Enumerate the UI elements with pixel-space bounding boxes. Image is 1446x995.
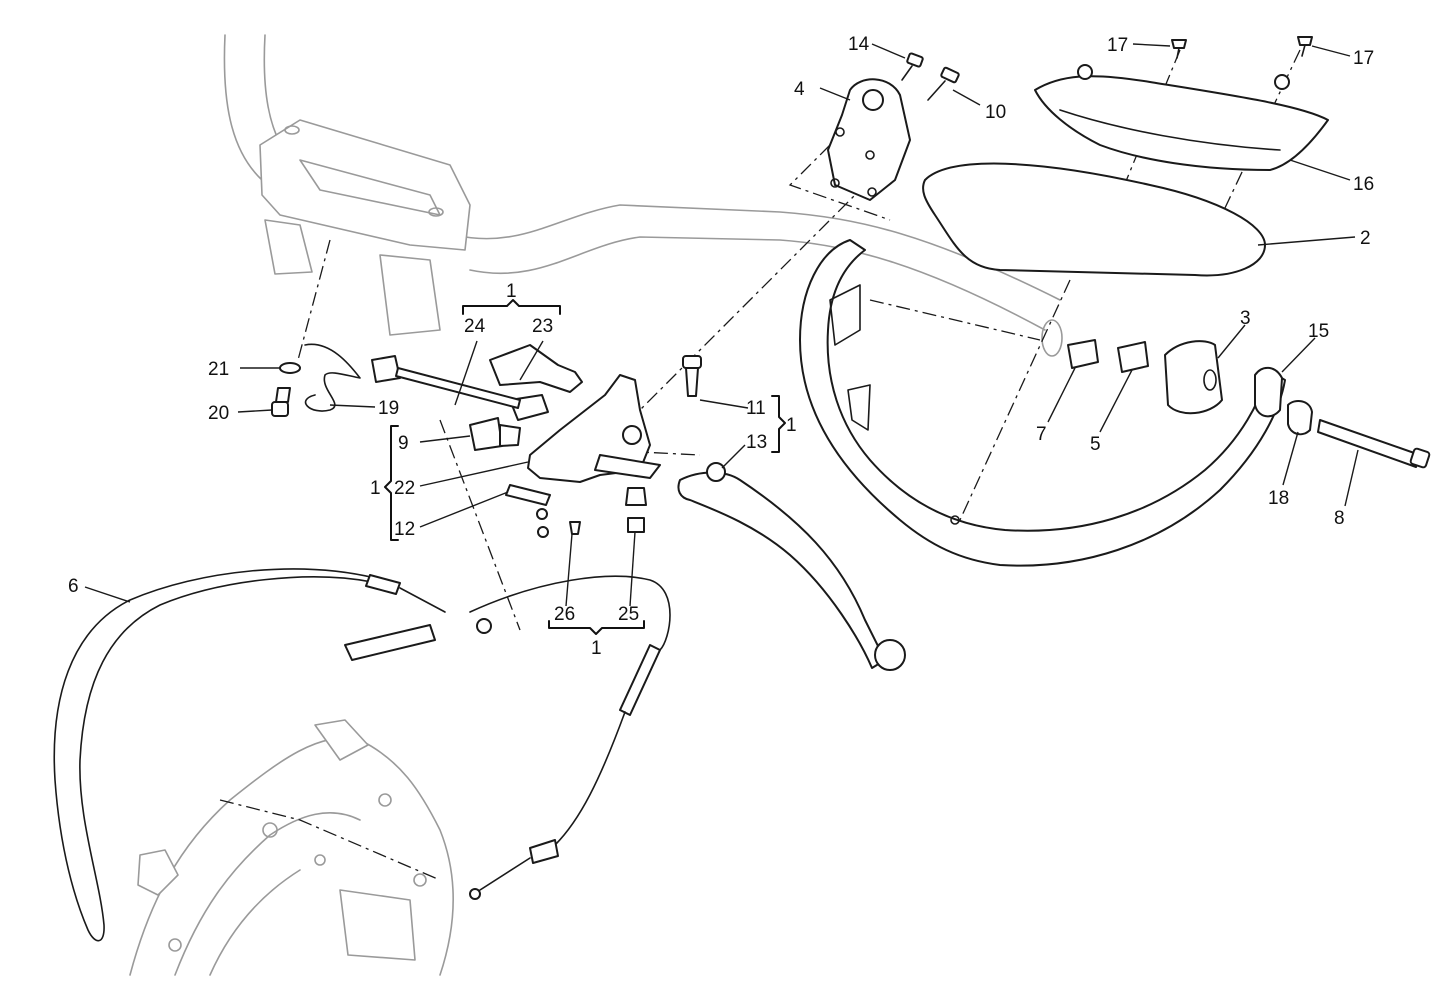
pivot-bolt (682, 355, 702, 397)
callout-10: 10 (985, 102, 1006, 123)
callout-1-top: 1 (506, 281, 517, 302)
group-braces (384, 299, 786, 635)
callout-26: 26 (554, 604, 575, 625)
lever-small-parts (505, 484, 647, 538)
cable-adjuster (469, 417, 521, 451)
callout-24: 24 (464, 316, 486, 337)
bar-end-parts (1067, 339, 1223, 415)
lever-bracket (527, 374, 661, 483)
callout-4: 4 (794, 79, 805, 100)
callout-23: 23 (532, 316, 553, 337)
callout-8: 8 (1334, 508, 1345, 529)
clutch-cable (53, 568, 671, 942)
callout-17-left: 17 (1107, 35, 1128, 56)
callout-6: 6 (68, 576, 79, 597)
cover-screws (1171, 36, 1313, 59)
bar-end-weight (1254, 366, 1431, 469)
washer (279, 362, 301, 374)
clamp-screw (271, 387, 291, 417)
callout-7: 7 (1036, 424, 1047, 445)
bracket-bolts (901, 52, 960, 101)
callout-1-bottom: 1 (591, 638, 602, 659)
callout-16: 16 (1353, 174, 1374, 195)
callout-2: 2 (1360, 228, 1371, 249)
callout-12: 12 (394, 519, 415, 540)
callout-15: 15 (1308, 321, 1329, 342)
callout-18: 18 (1268, 488, 1289, 509)
callout-17-right: 17 (1353, 48, 1374, 69)
callout-labels: 1 24 23 21 20 19 9 1 22 12 11 1 13 26 25… (68, 34, 1374, 659)
hand-guard-cover (1034, 64, 1329, 171)
callout-14: 14 (848, 34, 870, 55)
callout-13: 13 (746, 432, 767, 453)
callout-5: 5 (1090, 434, 1101, 455)
switch-pushrod (371, 355, 521, 409)
callout-11: 11 (746, 398, 766, 419)
clutch-lever (677, 462, 906, 671)
leader-lines (84, 43, 1359, 607)
hand-guard-shell (922, 162, 1266, 277)
engine-case-ghost (129, 719, 454, 976)
callout-9: 9 (398, 433, 409, 454)
callout-1-right: 1 (786, 415, 797, 436)
callout-3: 3 (1240, 308, 1251, 329)
callout-20: 20 (208, 403, 229, 424)
return-spring (304, 343, 361, 412)
callout-21: 21 (208, 359, 229, 380)
guard-mounting-bracket (827, 78, 911, 201)
handlebar-ghost (223, 34, 1063, 357)
callout-25: 25 (618, 604, 639, 625)
callout-19: 19 (378, 398, 399, 419)
clutch-switch (489, 344, 583, 421)
callout-22: 22 (394, 478, 415, 499)
hand-guard (799, 239, 1286, 567)
callout-1-left: 1 (370, 478, 381, 499)
